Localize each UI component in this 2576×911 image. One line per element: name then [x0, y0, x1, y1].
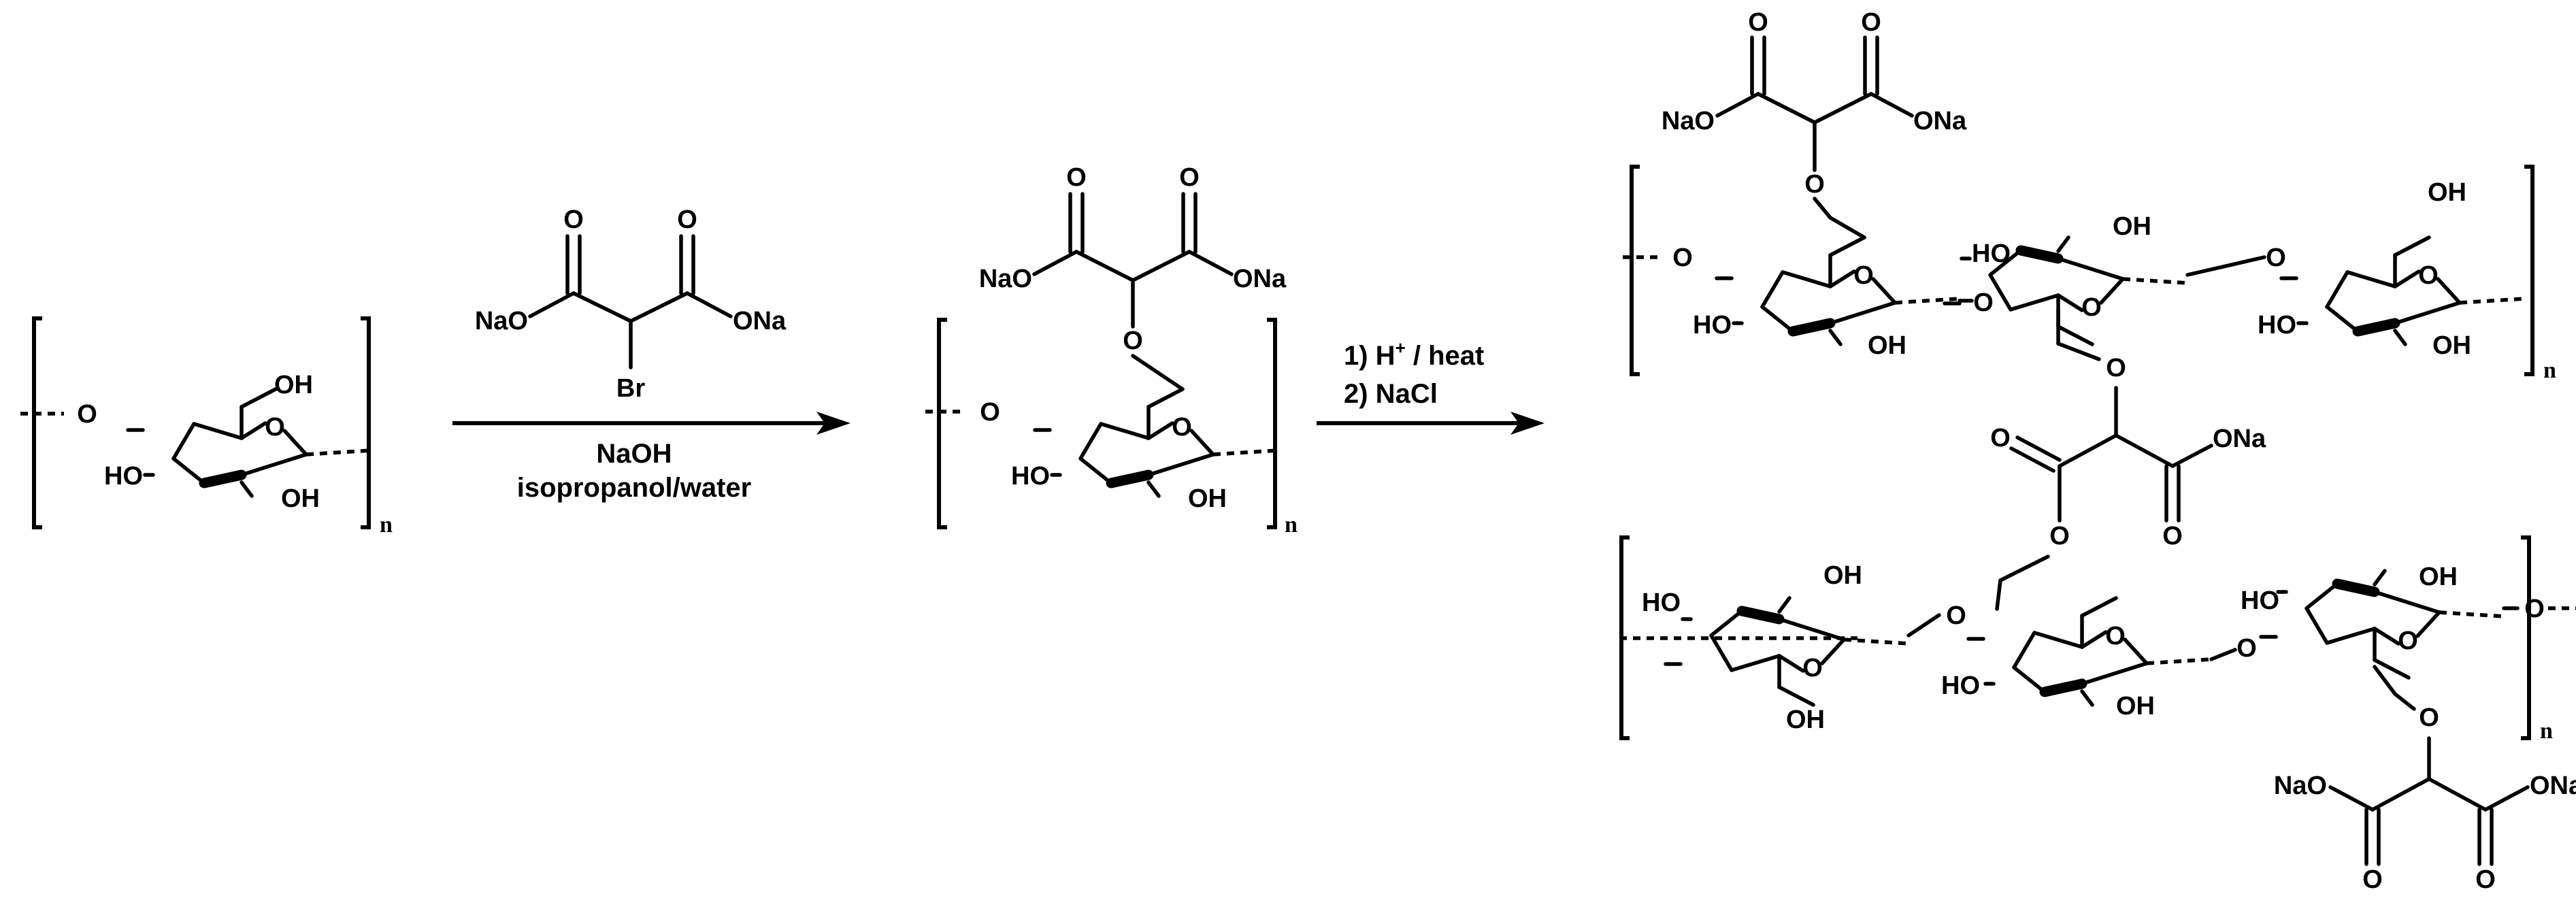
- ether-oxygen: O: [2106, 354, 2126, 382]
- glycosidic-oxygen: O: [1946, 601, 1966, 630]
- hydroxyl-c2: OH: [1823, 561, 1862, 590]
- hydroxyl-c3: HO: [1941, 672, 1980, 700]
- ether-oxygen: O: [1804, 170, 1825, 199]
- hydroxyl-c6: OH: [2428, 178, 2466, 207]
- carbonyl-oxygen: O: [1066, 163, 1087, 192]
- ester-oxygen: O: [2049, 522, 2070, 550]
- glycosidic-oxygen: O: [2266, 244, 2286, 272]
- glycosidic-oxygen: O: [1973, 288, 1994, 317]
- carbonyl-oxygen: O: [1990, 424, 2011, 452]
- sodium-carboxylate-right: ONa: [2530, 772, 2576, 800]
- repeat-subscript-n: n: [2540, 718, 2553, 744]
- glycosidic-oxygen: O: [980, 398, 1000, 427]
- hydroxyl-c6: OH: [274, 371, 313, 399]
- hydroxyl-c2: OH: [1868, 331, 1906, 360]
- reagent-sodium-ester-right: ONa: [733, 307, 787, 335]
- glycosidic-oxygen: O: [2524, 595, 2545, 623]
- arrow1-condition-base: NaOH: [596, 439, 672, 469]
- reaction-arrow-2: 1) H+ / heat 2) NaCl: [1317, 337, 1545, 435]
- hydroxyl-c2: OH: [2432, 331, 2471, 360]
- glycosidic-oxygen: O: [2236, 634, 2257, 663]
- reagent-carbonyl-oxygen-left: O: [563, 205, 584, 234]
- carbonyl-oxygen: O: [2475, 865, 2496, 894]
- hydroxyl-c3: HO: [104, 462, 143, 491]
- sodium-carboxylate-right: ONa: [1913, 107, 1967, 135]
- repeat-subscript-n: n: [380, 512, 393, 537]
- repeat-subscript-n: n: [1285, 512, 1298, 537]
- arrow2-step2: 2) NaCl: [1344, 379, 1438, 409]
- ether-oxygen: O: [1123, 327, 1143, 355]
- repeat-subscript-n: n: [2543, 358, 2556, 383]
- glycosidic-oxygen: O: [77, 400, 97, 429]
- hydroxyl-c2: OH: [281, 484, 320, 513]
- ether-oxygen: O: [2419, 703, 2439, 732]
- hydroxyl-c3: HO: [1972, 239, 2011, 268]
- hydroxyl-c2: OH: [1188, 484, 1227, 513]
- carbonyl-oxygen: O: [2362, 865, 2383, 894]
- hydroxyl-c2: OH: [2116, 692, 2155, 720]
- hydroxyl-c2: OH: [2419, 563, 2458, 591]
- hydroxyl-c3: HO: [2241, 586, 2279, 615]
- hydroxyl-c3: HO: [1011, 462, 1050, 491]
- hydroxyl-c3: HO: [2258, 311, 2296, 339]
- reagent-sodium-ester-left: NaO: [475, 307, 528, 335]
- reagent-bromine: Br: [616, 374, 645, 403]
- hydroxyl-c6: OH: [1786, 706, 1825, 734]
- malonate-cellulose-repeat-unit: n O O O O NaO ONa HO OH: [925, 163, 1298, 537]
- carbonyl-oxygen: O: [1861, 8, 1881, 37]
- arrow2-step1: 1) H+ / heat: [1344, 337, 1484, 371]
- reaction-arrow-1: NaOH isopropanol/water: [452, 412, 851, 503]
- sodium-carboxylate-left: NaO: [1662, 107, 1715, 135]
- hydroxyl-c3: HO: [1642, 589, 1681, 617]
- carbonyl-oxygen: O: [1748, 8, 1768, 37]
- sodium-carboxylate-left: NaO: [2274, 772, 2327, 800]
- cellulose-repeat-unit: n O OH HO OH: [20, 316, 393, 537]
- bromomalonate-reagent: O O NaO ONa Br: [475, 205, 787, 403]
- sodium-carboxylate-left: NaO: [979, 265, 1032, 293]
- reagent-carbonyl-oxygen-right: O: [677, 205, 697, 234]
- carbonyl-oxygen: O: [1179, 163, 1200, 192]
- hydroxyl-c3: HO: [1693, 311, 1732, 339]
- crosslinked-product: n n O O O O O O NaO ONa HO OH HO OH: [1619, 8, 2576, 894]
- arrow1-condition-solvent: isopropanol/water: [517, 473, 752, 503]
- carbonyl-oxygen: O: [2162, 522, 2183, 550]
- hydroxyl-c2: OH: [2113, 212, 2151, 241]
- glycosidic-oxygen: O: [1672, 244, 1693, 272]
- sodium-carboxylate-right: ONa: [2213, 425, 2266, 453]
- sodium-carboxylate-right: ONa: [1233, 265, 1287, 293]
